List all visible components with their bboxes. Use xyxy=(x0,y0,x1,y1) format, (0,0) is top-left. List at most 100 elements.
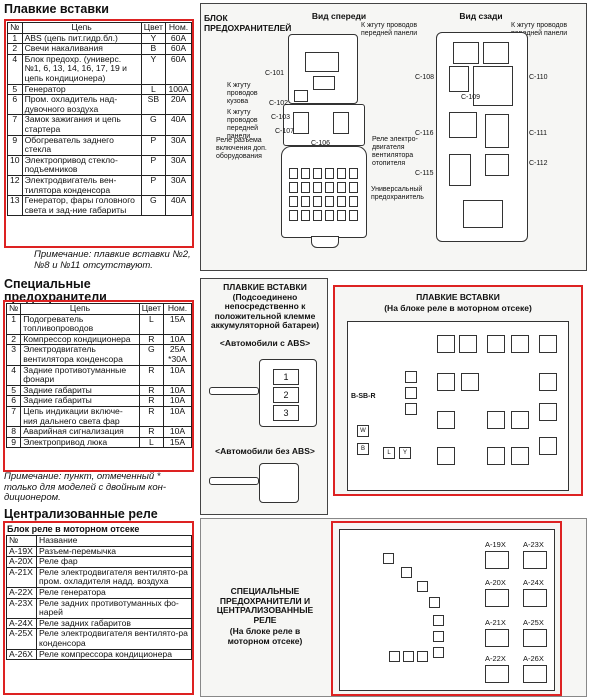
fusible-row-cell: 13 xyxy=(7,195,23,217)
connector-label: C-108 xyxy=(415,74,435,81)
fusible-row-cell: 30A xyxy=(165,154,192,176)
relay-cell xyxy=(511,411,529,429)
special-row-cell: 2 xyxy=(5,333,22,346)
relay-row-cell: A-23X xyxy=(6,597,37,619)
fusible-battery-title: ПЛАВКИЕ ВСТАВКИ (Подсоединено непосредст… xyxy=(210,282,320,330)
relay-row-cell: Разъем-перемычка xyxy=(36,545,192,558)
relay-cell xyxy=(539,335,557,353)
fusible-row-cell: 40A xyxy=(165,114,192,136)
special-header: Цвет xyxy=(138,303,165,315)
fuse-slot xyxy=(325,168,334,179)
fusible-row-cell: Y xyxy=(140,53,167,85)
special-row-cell: R xyxy=(138,364,165,386)
relay-row-cell: A-22X xyxy=(6,586,37,599)
fusible-row-cell: Замок зажигания и цепь стартера xyxy=(21,114,142,136)
relay-slot xyxy=(485,589,509,607)
relay-row-cell: A-24X xyxy=(6,617,37,630)
to-dash-rear-label: К жгуту проводов передней панели xyxy=(511,22,568,37)
special-fuse-slot xyxy=(401,567,412,578)
fusible-link-terminal: L xyxy=(383,447,395,459)
relays-subtitle: Блок реле в моторном отсеке xyxy=(7,524,140,534)
fusible-row-cell: 2 xyxy=(7,43,23,55)
fusible-row-cell: Свечи накаливания xyxy=(21,43,142,55)
fuse-block-label: БЛОК ПРЕДОХРАНИТЕЛЕЙ xyxy=(204,13,292,33)
fusible-link-terminal xyxy=(405,387,417,399)
special-note: Примечание: пункт, отмеченный * только д… xyxy=(4,471,167,503)
special-fuse-slot xyxy=(403,651,414,662)
fusible-header: Цепь xyxy=(21,22,142,34)
special-row-cell: R xyxy=(138,405,165,428)
relay-optional xyxy=(293,112,309,134)
fusible-row-cell: Обогреватель заднего стекла xyxy=(21,134,142,156)
fusible-row-cell: 60A xyxy=(165,43,192,55)
relay-cell xyxy=(487,447,505,465)
special-row-cell: 15A xyxy=(163,313,192,335)
fuse-slot xyxy=(313,196,322,207)
fuse-slot xyxy=(349,210,358,221)
fuse-slot xyxy=(349,196,358,207)
special-row-cell: 3 xyxy=(5,344,22,366)
universal-fuse-label: Универсальный предохранитель xyxy=(371,186,424,201)
fusible-header: Ном. xyxy=(165,22,192,34)
relay-cell xyxy=(437,447,455,465)
relay-row-cell: Реле электродвигателя вентилято-ра пром.… xyxy=(36,566,192,588)
relay-row-cell: Реле задних противотуманных фо-нарей xyxy=(36,597,192,619)
fuse-slot xyxy=(337,210,346,221)
fusible-header: № xyxy=(7,22,23,34)
fusible-row-cell: 9 xyxy=(7,134,23,156)
special-row-cell: R xyxy=(138,426,165,438)
special-row-cell: 10A xyxy=(163,405,192,428)
fusible-header: Цвет xyxy=(140,22,167,34)
connector-c101 xyxy=(305,52,339,72)
fusible-link-terminal xyxy=(405,371,417,383)
fusible-row-cell: SB xyxy=(140,94,167,116)
connector-label: C-109 xyxy=(461,94,481,101)
fuse-slot xyxy=(289,210,298,221)
connector-c110 xyxy=(473,66,513,106)
fusible-note: Примечание: плавкие вставки №2, №8 и №11… xyxy=(34,249,191,271)
relay-cell xyxy=(487,411,505,429)
to-body-front-label: К жгуту проводов кузова xyxy=(227,82,258,105)
fusible-link-terminal: W xyxy=(357,425,369,437)
special-fuse-slot xyxy=(383,553,394,564)
fuse-slot xyxy=(301,168,310,179)
connector-label: C-106 xyxy=(311,140,331,147)
relay-row-cell: A-21X xyxy=(6,566,37,588)
special-row-cell: 8 xyxy=(5,426,22,438)
special-fuse-slot xyxy=(433,615,444,626)
fusible-row-cell: L xyxy=(140,83,167,96)
special-header: Ном. xyxy=(163,303,192,315)
relay-slot xyxy=(485,629,509,647)
special-row-cell: Электропривод люка xyxy=(20,436,140,449)
fusible-row-cell: 6 xyxy=(7,94,23,116)
connector-c112 xyxy=(485,154,509,176)
fuse-slot xyxy=(313,182,322,193)
fuse-slot xyxy=(301,182,310,193)
connector-c115 xyxy=(449,154,471,186)
relays-title: Централизованные реле xyxy=(4,507,158,521)
relay-slot xyxy=(523,665,547,683)
fusible-link-terminal xyxy=(405,403,417,415)
fuse-slot xyxy=(325,196,334,207)
special-row-cell: 10A xyxy=(163,426,192,438)
fusible-row-cell: P xyxy=(140,134,167,156)
fusible-terminal-abs xyxy=(209,387,259,395)
relay-slot-label: A-26X xyxy=(523,654,544,663)
